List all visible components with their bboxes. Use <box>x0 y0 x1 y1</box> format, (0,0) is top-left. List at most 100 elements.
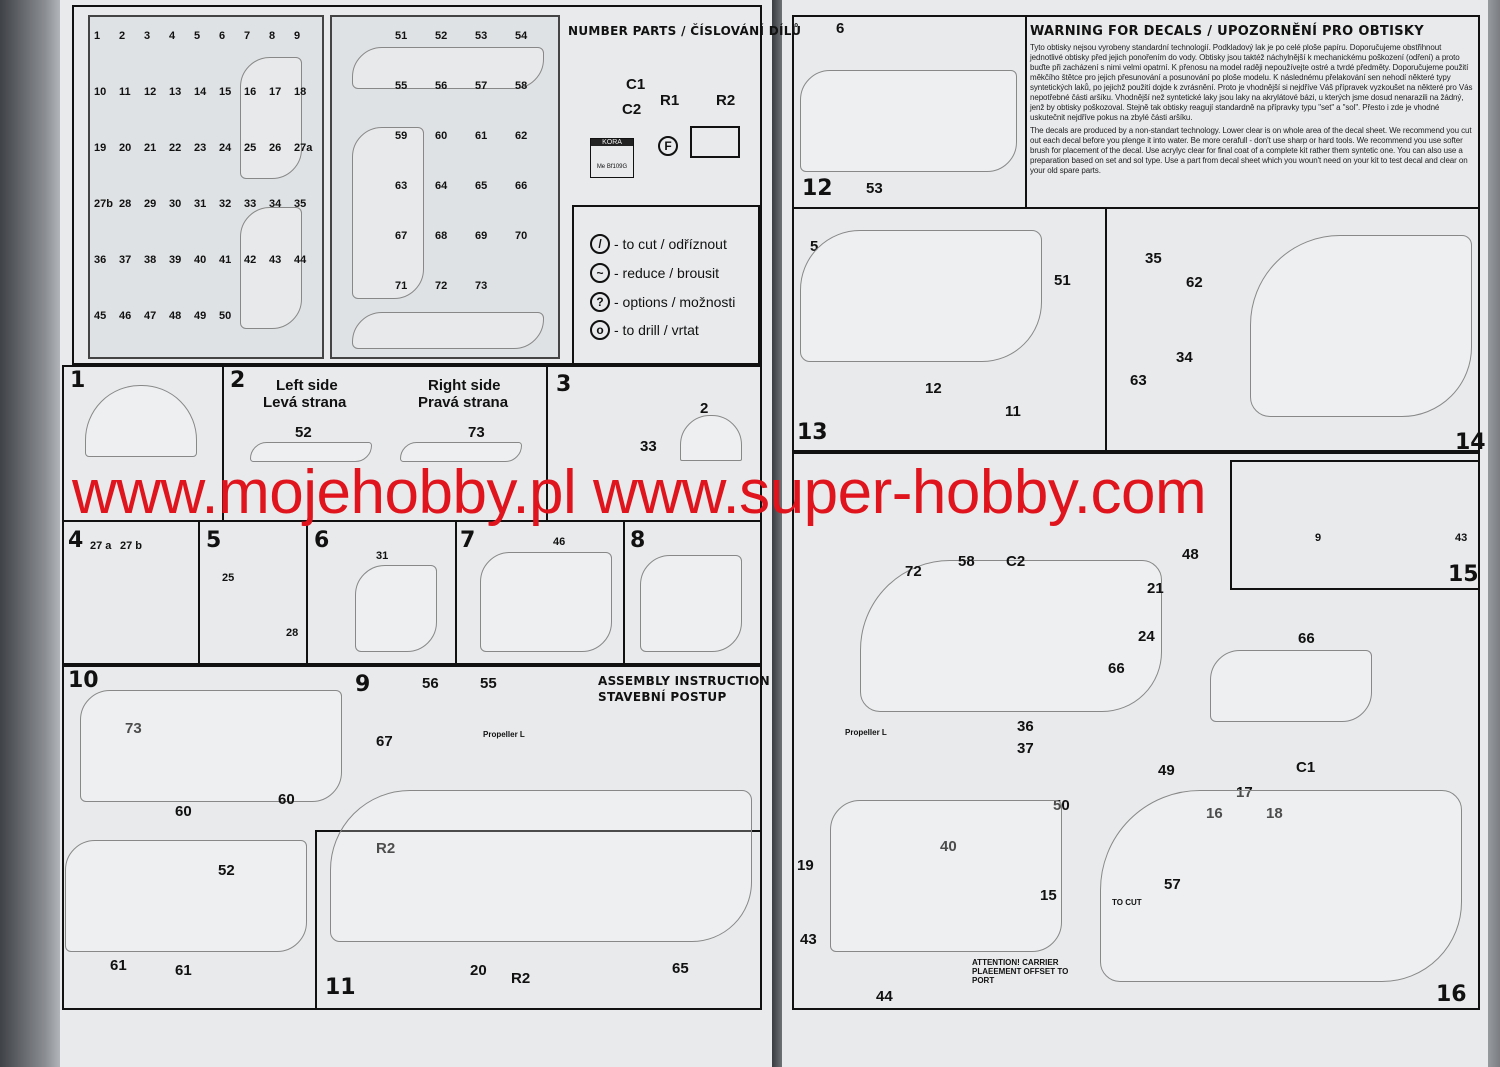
sprue-part-number: 67 <box>395 230 408 242</box>
wing-drawing <box>800 70 1017 172</box>
part-label: 58 <box>958 553 975 570</box>
sprue-frame-a <box>88 15 324 359</box>
aircraft-drawing <box>860 560 1162 712</box>
sprue-part-number: 35 <box>294 198 307 210</box>
sprue-part-number: 34 <box>269 198 282 210</box>
sprue-part-number: 36 <box>94 254 107 266</box>
sprue-part-number: 61 <box>475 130 488 142</box>
part-label: 73 <box>125 720 142 737</box>
photoetch-fret <box>690 126 740 158</box>
divider <box>792 450 1480 454</box>
sprue-part-number: 44 <box>294 254 307 266</box>
part-label: 61 <box>175 962 192 979</box>
cockpit-drawing <box>480 552 612 652</box>
sprue-part-number: 58 <box>515 80 528 92</box>
part-label: 17 <box>1236 784 1253 801</box>
sprue-part-number: 16 <box>244 86 257 98</box>
left-side-label-cz: Levá strana <box>263 394 347 411</box>
warning-box <box>1025 15 1480 209</box>
sprue-part-number: 65 <box>475 180 488 192</box>
sprue-part-number: 55 <box>395 80 408 92</box>
sprue-part-number: 7 <box>244 30 251 42</box>
cut-icon: / <box>590 234 610 254</box>
legend-text: - to drill / vrtat <box>614 322 699 338</box>
sprue-part-number: 53 <box>475 30 488 42</box>
parts-section <box>72 5 762 365</box>
part-label: 40 <box>940 838 957 855</box>
legend-text: - options / možnosti <box>614 294 736 310</box>
options-icon: ? <box>590 292 610 312</box>
sprue-part-number: 24 <box>219 142 232 154</box>
sprue-part-number: 11 <box>119 86 131 98</box>
sprue-part-drawing <box>240 207 302 329</box>
part-label: R1 <box>660 92 680 109</box>
sprue-part-number: 25 <box>244 142 257 154</box>
part-label: 60 <box>175 803 192 820</box>
step-number: 11 <box>325 975 356 1000</box>
sprue-part-number: 26 <box>269 142 282 154</box>
sprue-part-drawing <box>352 312 544 349</box>
part-label: 25 <box>222 572 235 584</box>
sprue-part-number: 42 <box>244 254 257 266</box>
part-label: R2 <box>716 92 736 109</box>
legend-box <box>572 205 760 365</box>
part-label: 60 <box>278 791 295 808</box>
sprue-part-number: 71 <box>395 280 408 292</box>
legend-cut: /- to cut / odříznout <box>590 234 727 254</box>
sprue-part-number: 66 <box>515 180 528 192</box>
right-side-label-cz: Pravá strana <box>418 394 509 411</box>
part-label: 55 <box>480 675 497 692</box>
part-label: 46 <box>553 536 566 548</box>
part-label: 24 <box>1138 628 1155 645</box>
part-label: 9 <box>1315 532 1322 544</box>
sprue-part-number: 69 <box>475 230 488 242</box>
warning-title: WARNING FOR DECALS / UPOZORNĚNÍ PRO OBTI… <box>1030 24 1424 39</box>
part-label: 35 <box>1145 250 1162 267</box>
part-label: 49 <box>1158 762 1175 779</box>
sprue-part-number: 56 <box>435 80 448 92</box>
part-label: 34 <box>1176 349 1193 366</box>
aircraft-drawing <box>1100 790 1462 982</box>
sprue-part-number: 47 <box>144 310 157 322</box>
step-number: 3 <box>556 372 572 397</box>
right-side-label: Right side <box>428 377 501 394</box>
part-label: 63 <box>1130 372 1147 389</box>
sprue-part-number: 9 <box>294 30 301 42</box>
part-label: 48 <box>1182 546 1199 563</box>
sprue-part-number: 6 <box>219 30 226 42</box>
fuselage-half-drawing <box>80 690 342 802</box>
part-label: 27 a <box>90 540 112 552</box>
sprue-part-number: 10 <box>94 86 107 98</box>
sprue-part-number: 46 <box>119 310 132 322</box>
part-label: 21 <box>1147 580 1164 597</box>
sprue-part-number: 49 <box>194 310 207 322</box>
sprue-part-number: 8 <box>269 30 276 42</box>
part-label: 73 <box>468 424 485 441</box>
part-label: 66 <box>1298 630 1315 647</box>
step-number: 9 <box>355 672 371 697</box>
sprue-part-number: 48 <box>169 310 182 322</box>
part-label: 66 <box>1108 660 1125 677</box>
part-label: Propeller L <box>845 728 887 737</box>
sprue-part-number: 73 <box>475 280 488 292</box>
sprue-part-number: 21 <box>144 142 157 154</box>
sprue-part-number: 60 <box>435 130 448 142</box>
sprue-part-number: 50 <box>219 310 232 322</box>
cockpit-drawing <box>640 555 742 652</box>
part-label: 31 <box>376 550 389 562</box>
sprue-part-number: 70 <box>515 230 528 242</box>
part-label: C2 <box>622 101 642 118</box>
part-label: C2 <box>1006 553 1026 570</box>
step-number: 16 <box>1436 982 1467 1007</box>
step-number: 2 <box>230 368 246 393</box>
sprue-part-number: 64 <box>435 180 448 192</box>
sprue-part-number: 51 <box>395 30 408 42</box>
sprue-part-number: 63 <box>395 180 408 192</box>
sprue-part-number: 38 <box>144 254 157 266</box>
part-label: 28 <box>286 627 299 639</box>
part-label: 67 <box>376 733 393 750</box>
part-label: 27 b <box>120 540 143 552</box>
part-label: 53 <box>866 180 883 197</box>
sprue-part-number: 43 <box>269 254 282 266</box>
sprue-part-number: 31 <box>194 198 207 210</box>
